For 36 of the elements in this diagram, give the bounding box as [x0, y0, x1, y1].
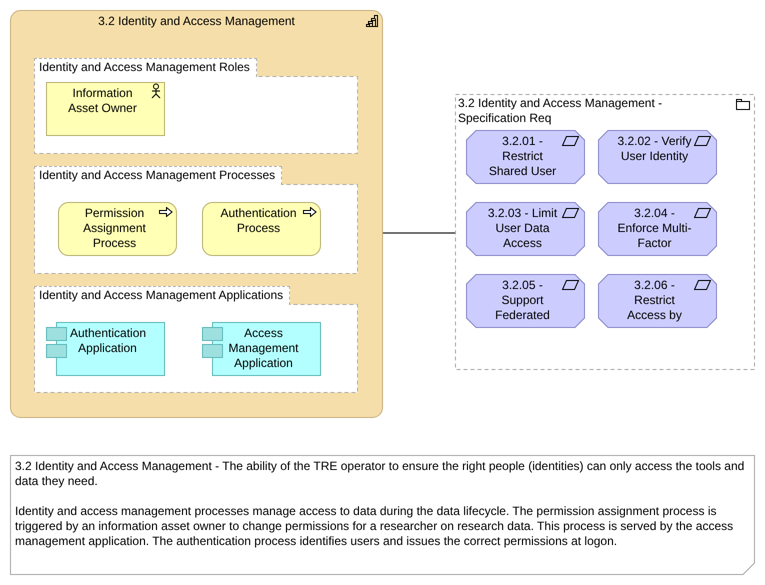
requirement-box	[466, 202, 585, 256]
group-title: Identity and Access Management Processes	[34, 166, 282, 185]
element-label: Access Management Application	[227, 326, 300, 371]
process-box	[58, 202, 177, 256]
element-label: Authentication Process	[219, 206, 298, 236]
requirement-label: 3.2.02 - Verify User Identity	[616, 134, 693, 164]
note-text: Identity and access management processes manage access to data during the data lifecycle. The permission assignment process is triggered by an information asset owner to change permissions for a researcher on research data. This process is served by the access management application. The authentication process identifies users and issues the correct permissions at logon.	[15, 504, 734, 549]
requirement-box	[598, 202, 717, 256]
component-box	[202, 322, 321, 376]
element-label: Information Asset Owner	[67, 86, 138, 116]
grouping-frame	[10, 10, 383, 418]
requirement-label: 3.2.05 - Support Federated	[494, 278, 551, 323]
requirement-box	[598, 274, 717, 328]
requirement-label: 3.2.04 - Enforce Multi-Factor	[616, 206, 693, 251]
group-frame	[34, 286, 358, 393]
actor-box	[46, 82, 165, 136]
component-box	[46, 322, 165, 376]
element-label: Authentication Application	[70, 326, 145, 356]
group-title: Identity and Access Management Applications	[34, 286, 290, 305]
element-label: Permission Assignment Process	[82, 206, 147, 251]
process-box	[202, 202, 321, 256]
requirement-label: 3.2.06 - Restrict Access by	[626, 278, 683, 323]
requirement-box	[466, 130, 585, 184]
folder-frame	[455, 94, 755, 370]
group-frame	[34, 58, 358, 154]
group-frame	[34, 166, 358, 274]
requirement-label: 3.2.03 - Limit User Data Access	[486, 206, 558, 251]
note-text: 3.2 Identity and Access Management - The ability of the TRE operator to ensure the right people (identities) can only access the tools and data they need.	[15, 459, 746, 489]
requirement-label: 3.2.01 - Restrict Shared User	[488, 134, 558, 179]
requirement-box	[598, 130, 717, 184]
connector-line	[382, 232, 456, 234]
group-title: Identity and Access Management Roles	[34, 58, 257, 77]
grouping-title: 3.2 Identity and Access Management	[97, 14, 296, 29]
note-box	[10, 455, 755, 575]
folder-title: 3.2 Identity and Access Management - Specification Req	[458, 96, 664, 126]
requirement-box	[466, 274, 585, 328]
